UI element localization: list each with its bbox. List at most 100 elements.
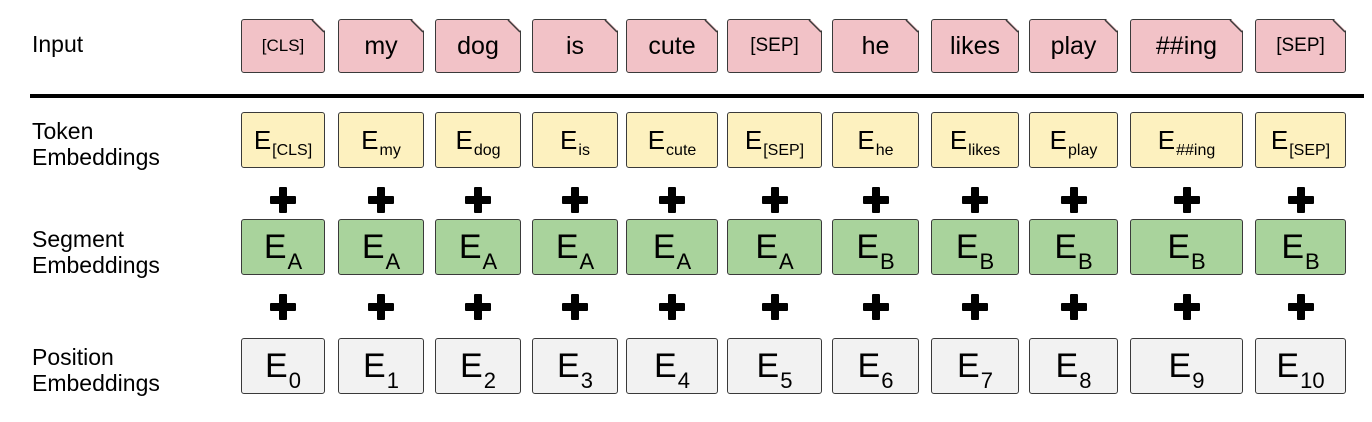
input-token-text: is xyxy=(565,31,585,60)
input-token-box: [SEP] xyxy=(1255,19,1346,73)
position-embedding-box-subscript: 2 xyxy=(483,368,496,393)
input-token-box: likes xyxy=(931,19,1019,73)
segment-embedding-box-subscript: A xyxy=(385,249,401,274)
input-divider-line xyxy=(30,94,1364,98)
token-embedding-box-subscript: likes xyxy=(968,142,1001,159)
position-embedding-box-subscript: 3 xyxy=(580,368,593,393)
plus-icon xyxy=(761,187,788,213)
segment-embedding-box-subscript: A xyxy=(287,249,303,274)
token-embedding-box-symbol: E xyxy=(1270,124,1289,155)
input-token-text: he xyxy=(861,31,890,60)
position-embedding-box-symbol: E xyxy=(1055,346,1079,385)
plus-icon xyxy=(368,187,394,213)
segment-embedding-box-subscript: B xyxy=(880,249,895,274)
token-embedding-box-subscript: my xyxy=(379,142,401,159)
token-embedding-box: E[SEP] xyxy=(727,112,822,168)
input-token-text: cute xyxy=(648,31,696,60)
input-token-box: cute xyxy=(626,19,718,73)
position-embedding-box-symbol: E xyxy=(1276,346,1300,385)
segment-embedding-box-subscript: A xyxy=(676,249,692,274)
plus-icon xyxy=(962,187,988,213)
segment-embedding-box-symbol: E xyxy=(263,227,287,266)
plus-icon xyxy=(562,187,588,213)
folded-corner-icon xyxy=(604,19,618,33)
plus-icon xyxy=(465,294,491,320)
position-embedding-box-subscript: 9 xyxy=(1192,368,1205,393)
token-embedding-box-symbol: E xyxy=(560,124,578,155)
token-embedding-box-subscript: ##ing xyxy=(1176,142,1216,159)
position-embedding-box-symbol: E xyxy=(1168,346,1192,385)
token-embedding-box-symbol: E xyxy=(744,124,763,155)
folded-corner-icon xyxy=(704,19,718,33)
position-embedding-box-subscript: 6 xyxy=(881,368,894,393)
token-embedding-box-symbol: E xyxy=(1157,124,1176,155)
input-token-box: my xyxy=(338,19,424,73)
position-embedding-box-symbol: E xyxy=(363,346,386,385)
position-embedding-box-subscript: 7 xyxy=(980,368,993,393)
plus-icon xyxy=(562,294,588,320)
segment-embedding-box-symbol: E xyxy=(652,227,676,266)
position-label-line1: Position xyxy=(32,344,114,370)
position-embedding-box-symbol: E xyxy=(654,346,677,385)
input-token-box: ##ing xyxy=(1130,19,1243,73)
token-embedding-box-subscript: he xyxy=(875,142,894,159)
token-embedding-box-symbol: E xyxy=(455,124,473,155)
token-embedding-box-symbol: E xyxy=(1049,124,1067,155)
plus-icon xyxy=(1287,294,1314,320)
segment-embedding-box-symbol: E xyxy=(1167,227,1190,266)
segment-embedding-box-symbol: E xyxy=(458,227,482,266)
token-embedding-box: E##ing xyxy=(1130,112,1243,168)
folded-corner-icon xyxy=(1104,19,1118,33)
token-embedding-box-symbol: E xyxy=(361,124,379,155)
plus-icon xyxy=(465,187,491,213)
input-token-box: is xyxy=(532,19,618,73)
folded-corner-icon xyxy=(507,19,521,33)
input-token-text: my xyxy=(364,31,398,60)
token-embedding-box-subscript: cute xyxy=(666,142,697,159)
segment-embedding-box-subscript: B xyxy=(979,249,995,274)
position-embedding-box-subscript: 4 xyxy=(677,368,690,393)
input-token-box: dog xyxy=(435,19,521,73)
plus-icon xyxy=(659,187,685,213)
position-embedding-box-symbol: E xyxy=(460,346,483,385)
input-row-label: Input xyxy=(32,31,83,57)
plus-icon xyxy=(270,294,296,320)
segment-embedding-box-subscript: B xyxy=(1078,249,1093,274)
folded-corner-icon xyxy=(1229,19,1243,33)
segment-embedding-box-subscript: B xyxy=(1305,249,1320,274)
plus-icon xyxy=(1173,187,1200,213)
position-embeddings-row-label: Position Embeddings xyxy=(32,344,160,396)
input-token-text: ##ing xyxy=(1155,31,1218,60)
input-token-text: likes xyxy=(949,31,1000,60)
token-embedding-box-subscript: [SEP] xyxy=(763,142,805,159)
plus-icon xyxy=(1060,187,1087,213)
segment-embedding-box-symbol: E xyxy=(955,227,979,266)
token-embedding-box-subscript: dog xyxy=(473,142,501,159)
segment-embedding-box-subscript: A xyxy=(482,249,498,274)
folded-corner-icon xyxy=(808,19,822,33)
segment-embedding-box-subscript: A xyxy=(779,249,794,274)
position-embedding-box-symbol: E xyxy=(265,346,288,385)
segment-label-line2: Embeddings xyxy=(32,252,160,278)
folded-corner-icon xyxy=(1332,19,1346,33)
segment-embedding-box-symbol: E xyxy=(555,227,579,266)
segment-embedding-box-symbol: E xyxy=(856,227,879,266)
